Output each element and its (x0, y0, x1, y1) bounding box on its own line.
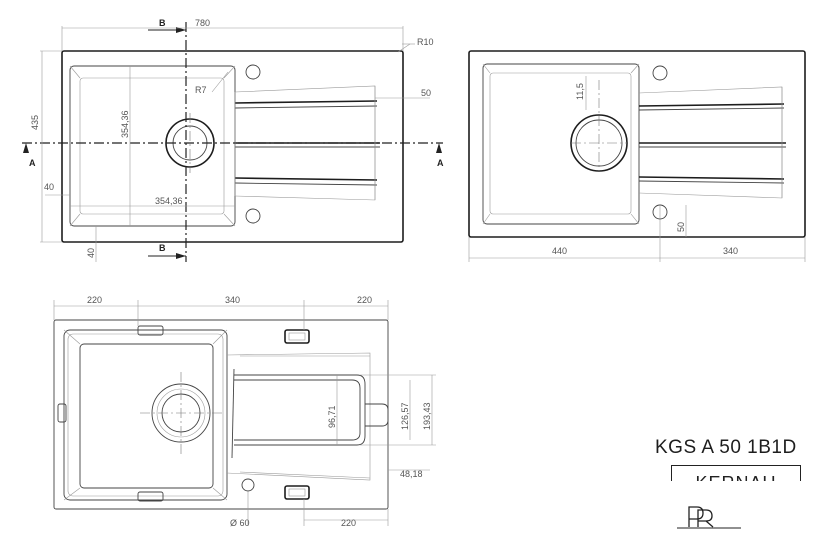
dim-right-edge: 50 (676, 222, 686, 232)
bottom-view-drainer (226, 352, 389, 481)
section-a-label-left: A (29, 158, 36, 168)
right-view-bowl-inner (489, 72, 632, 215)
brand-logo-icon (677, 506, 741, 529)
bottom-view-tap-hole (241, 478, 255, 492)
dim-groove-mid: 126,57 (400, 402, 410, 430)
bottom-view-clip-bottom-right (284, 485, 310, 500)
right-view-bowl-outer (482, 63, 640, 225)
brand-name: KERNAU (672, 473, 800, 481)
dim-drainer-part: 340 (723, 246, 738, 256)
dim-left-width: 220 (87, 295, 102, 305)
dim-bowl-width: 354,36 (155, 196, 183, 206)
model-name: KGS A 50 1B1D (655, 437, 797, 458)
top-view-outline (61, 50, 404, 243)
dim-depth-marker: 11,5 (575, 83, 585, 100)
dim-bottom-right-width: 220 (341, 518, 356, 528)
top-view-tap-hole-bottom (245, 208, 261, 224)
top-view (22, 22, 443, 262)
dim-overall-width: 780 (195, 18, 210, 28)
dim-inner-radius: R7 (195, 85, 207, 95)
dim-groove-inner: 96,71 (327, 405, 337, 428)
top-view-tap-hole-top (245, 64, 261, 80)
bottom-view-bowl-inner (79, 343, 214, 489)
right-view (468, 50, 806, 262)
top-view-bowl-inner (79, 77, 225, 215)
bottom-view-outlet-outer (151, 383, 211, 443)
bottom-view-clip-top-right (284, 329, 310, 344)
bottom-view-clip-top-left (137, 325, 164, 336)
bottom-view-bowl-outer (63, 329, 228, 501)
section-a-label-right: A (437, 158, 444, 168)
bottom-view-clip-side (57, 403, 67, 423)
dim-corner-radius: R10 (417, 37, 434, 47)
brand-frame: KERNAU (671, 465, 801, 481)
bottom-view-outline (53, 319, 389, 510)
right-view-tap-hole-top (652, 65, 668, 81)
section-b-label-bottom: B (159, 243, 166, 253)
dim-outlet-diameter: Ø 60 (230, 518, 250, 528)
right-view-outline (468, 50, 806, 238)
dim-bowl-part: 440 (552, 246, 567, 256)
dim-bowl-height: 354,36 (120, 110, 130, 138)
dim-groove-offset: 48,18 (400, 469, 423, 479)
dim-middle-width: 340 (225, 295, 240, 305)
bottom-view (53, 300, 436, 526)
right-view-drainer (638, 86, 786, 199)
dim-groove-outer: 193,43 (422, 402, 432, 430)
dim-drainer-offset: 50 (421, 88, 431, 98)
bottom-view-clip-bottom-left (137, 491, 164, 502)
dim-overall-height: 435 (30, 115, 40, 130)
top-view-bowl-outer (69, 65, 236, 227)
dim-edge-left: 40 (44, 182, 54, 192)
dim-edge-bottom: 40 (86, 248, 96, 258)
section-b-label-top: B (159, 18, 166, 28)
dim-right-width: 220 (357, 295, 372, 305)
